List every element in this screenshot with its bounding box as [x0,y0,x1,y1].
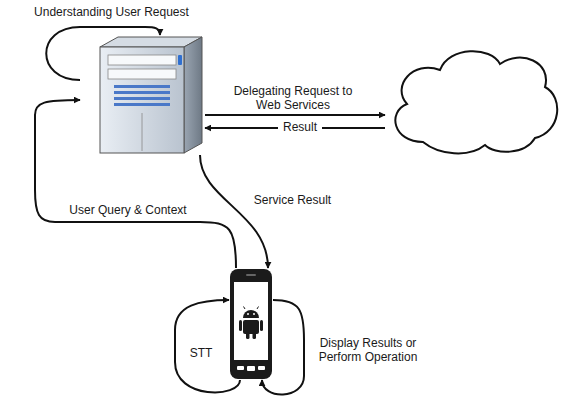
server-illustration [80,35,205,155]
phone-illustration [229,268,273,380]
android-phone [229,268,273,380]
edge-label: Understanding User Request [4,5,219,19]
cloud-shape [385,42,565,160]
server-icon [80,35,205,155]
cloud-shape [385,42,565,160]
edge-label: Delegating Request to Web Services [228,84,358,112]
flow-arrow [205,114,385,116]
edge-label: Result [278,120,322,134]
edge-label: Service Result [245,193,340,207]
edge-label: User Query & Context [48,203,208,217]
edge-label: Display Results or Perform Operation [312,336,424,364]
edge-label: STT [186,346,216,360]
flow-arrow [200,155,268,268]
